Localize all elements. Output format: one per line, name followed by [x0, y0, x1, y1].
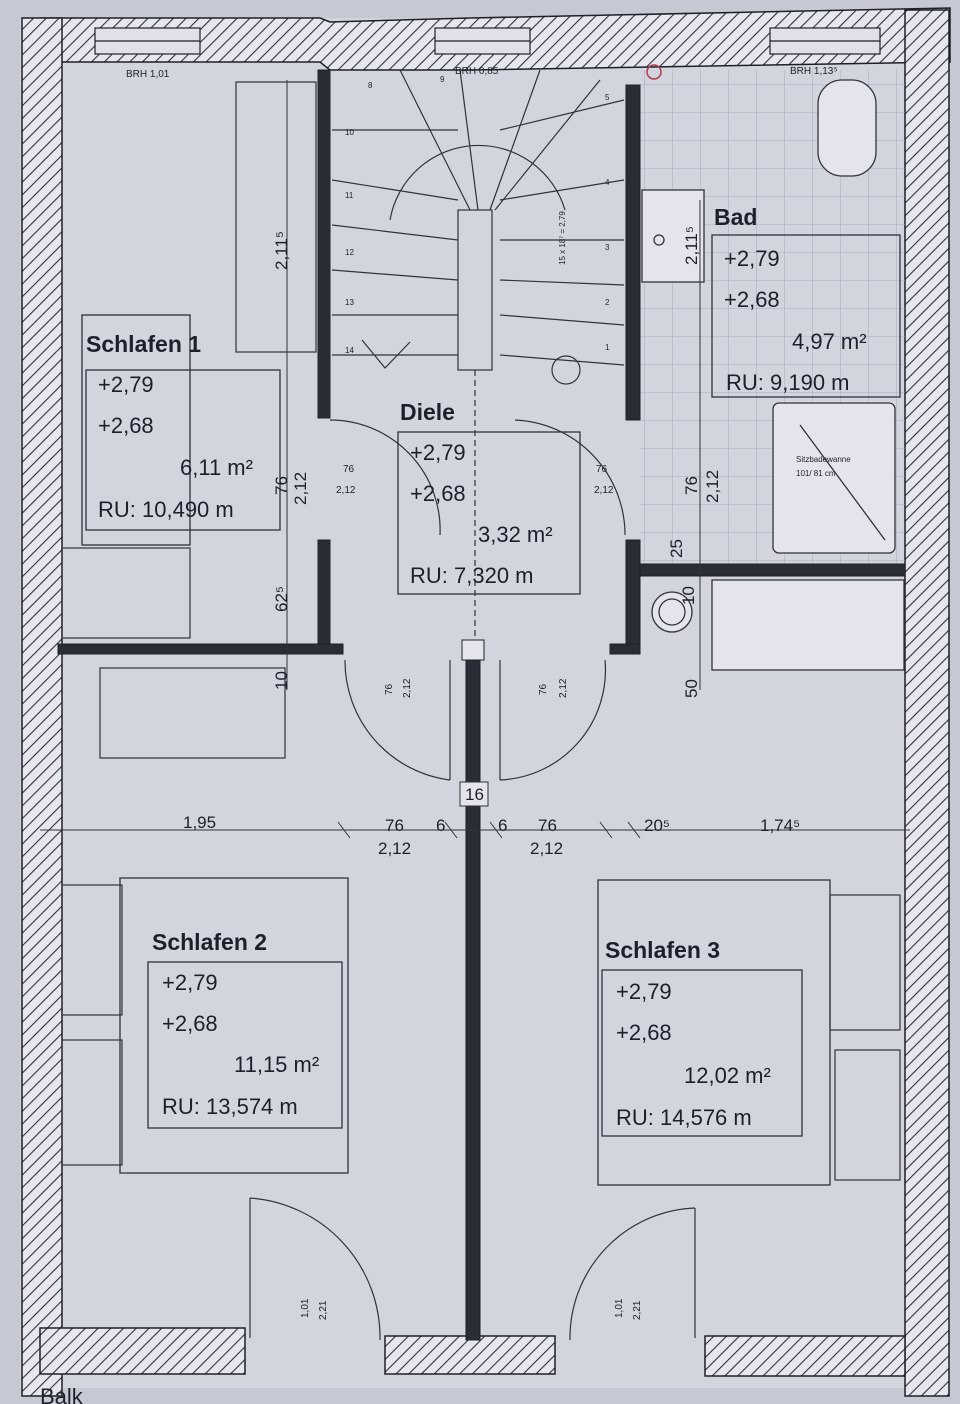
step-number: 12: [345, 248, 354, 257]
step-number: 3: [605, 243, 610, 252]
dimension-lines: [40, 80, 910, 839]
room-schlafen-1: Schlafen 1 +2,79 +2,68 6,11 m² RU: 10,49…: [86, 331, 253, 522]
dimension: 2,11⁵: [272, 231, 291, 270]
dimension: 25: [667, 539, 686, 558]
room-ru: RU: 14,576 m: [616, 1105, 752, 1130]
dimension: 2,21: [318, 1300, 329, 1320]
dimension: 20⁵: [644, 816, 670, 835]
room-name: Bad: [714, 204, 757, 230]
dimension: 2,12: [594, 485, 614, 496]
dimension: 76: [384, 683, 395, 695]
step-number: 11: [345, 191, 354, 200]
room-name: Diele: [400, 399, 455, 425]
dimension: 76: [343, 464, 355, 475]
step-number: 10: [345, 128, 354, 137]
room-bad: Bad +2,79 +2,68 4,97 m² RU: 9,190 m: [714, 204, 867, 395]
window-label-left: BRH 1,01: [126, 69, 170, 80]
step-number: 1: [605, 343, 610, 352]
dimension: 2,12: [530, 839, 563, 858]
step-number: 13: [345, 298, 354, 307]
level-top: +2,79: [162, 970, 218, 995]
step-number: 4: [605, 178, 610, 187]
room-area: 4,97 m²: [792, 329, 867, 354]
dimension: 76: [596, 464, 608, 475]
marker-circle-icon: [646, 64, 662, 80]
dimension: 76: [272, 476, 291, 495]
dimension: 6: [498, 816, 507, 835]
level-top: +2,79: [410, 440, 466, 465]
dimension: 2,12: [402, 678, 413, 698]
dimension-box: [459, 781, 489, 807]
dimension: 2,12: [291, 472, 310, 505]
dimension: 1,74⁵: [760, 816, 800, 835]
dimension: 1,01: [614, 1298, 625, 1318]
dimension: 2,11⁵: [682, 226, 701, 265]
level-top: +2,79: [616, 979, 672, 1004]
step-number: 5: [605, 93, 610, 102]
room-ru: RU: 13,574 m: [162, 1094, 298, 1119]
room-schlafen-2: Schlafen 2 +2,79 +2,68 11,15 m² RU: 13,5…: [152, 929, 319, 1119]
dimension: 2,21: [632, 1300, 643, 1320]
step-number: 14: [345, 346, 354, 355]
dimension: 1,01: [300, 1298, 311, 1318]
level-bottom: +2,68: [616, 1020, 672, 1045]
staircase: [331, 69, 625, 640]
dimension: 2,12: [558, 678, 569, 698]
dimension-texts: 2,11⁵ 2,11⁵ 76 2,12 76 2,12 76 2,12 76 2…: [183, 226, 800, 1320]
room-diele: Diele +2,79 +2,68 3,32 m² RU: 7,320 m: [400, 399, 553, 588]
dimension: 16: [465, 785, 484, 804]
room-area: 3,32 m²: [478, 522, 553, 547]
room-name: Schlafen 2: [152, 929, 267, 955]
room-area: 6,11 m²: [180, 455, 253, 480]
room-ru: RU: 7,320 m: [410, 563, 534, 588]
level-top: +2,79: [724, 246, 780, 271]
level-bottom: +2,68: [162, 1011, 218, 1036]
level-bottom: +2,68: [724, 287, 780, 312]
dimension: 2,12: [378, 839, 411, 858]
furniture-outlines: [61, 81, 901, 1181]
bottom-cut-text: Balk: [40, 1384, 84, 1404]
dimension: 10: [679, 586, 698, 605]
room-label-boxes: [81, 234, 901, 1186]
room-ru: RU: 9,190 m: [726, 370, 850, 395]
dimension: 62⁵: [272, 586, 291, 612]
dimension: 76: [538, 816, 557, 835]
room-area: 12,02 m²: [684, 1063, 771, 1088]
bathtub-label-2: 101/ 81 cm: [796, 469, 836, 478]
stair-step-numbers: 1 2 3 4 5 8 9 10 11 12 13 14: [345, 75, 610, 355]
dimension: 76: [385, 816, 404, 835]
room-area: 11,15 m²: [234, 1052, 319, 1077]
step-number: 2: [605, 298, 610, 307]
step-number: 8: [368, 81, 373, 90]
dimension: 10: [272, 671, 291, 690]
dimension: 2,12: [336, 485, 356, 496]
dimension: 50: [682, 679, 701, 698]
stair-label: 15 x 18⁷ = 2,79: [558, 211, 567, 265]
level-bottom: +2,68: [98, 413, 154, 438]
dimension: 76: [538, 683, 549, 695]
room-schlafen-3: Schlafen 3 +2,79 +2,68 12,02 m² RU: 14,5…: [605, 937, 771, 1130]
dimension: 1,95: [183, 813, 216, 832]
bath-fixtures: [641, 79, 905, 671]
level-top: +2,79: [98, 372, 154, 397]
dimension: 6: [436, 816, 445, 835]
window-label-right: BRH 1,13⁵: [790, 66, 838, 77]
room-name: Schlafen 3: [605, 937, 720, 963]
room-ru: RU: 10,490 m: [98, 497, 234, 522]
top-windows: [94, 27, 881, 55]
door-swings: [249, 419, 696, 1341]
room-name: Schlafen 1: [86, 331, 201, 357]
bathtub-label-1: Sitzbadewanne: [796, 455, 851, 464]
dimension: 76: [682, 476, 701, 495]
dimension: 2,12: [703, 470, 722, 503]
level-bottom: +2,68: [410, 481, 466, 506]
window-label-middle: BRH 0,85: [455, 66, 499, 77]
step-number: 9: [440, 75, 445, 84]
